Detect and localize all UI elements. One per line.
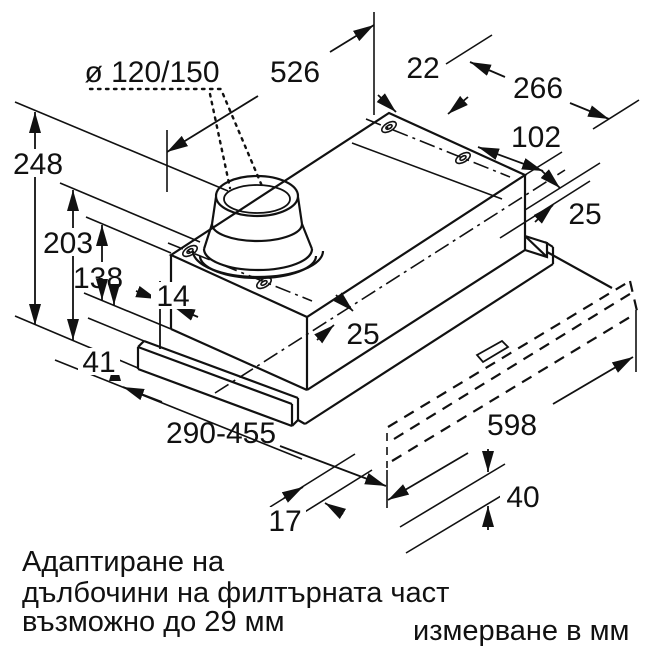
dim-138: 138 xyxy=(73,262,123,295)
dim-duct-diameter: ø 120/150 xyxy=(84,56,219,89)
duct-collar xyxy=(191,174,325,280)
duct-leader-dotted xyxy=(88,87,264,190)
handle-detail xyxy=(475,339,510,364)
dim-248: 248 xyxy=(13,148,63,181)
dim-598: 598 xyxy=(487,409,537,442)
dim-290-455: 290-455 xyxy=(166,417,276,450)
dim-25-right: 25 xyxy=(568,198,601,231)
note-line-3: възможно до 29 мм xyxy=(22,606,285,638)
dim-266: 266 xyxy=(513,72,563,105)
note-line-1: Адаптиране на xyxy=(22,546,225,578)
pullout-drawer xyxy=(297,241,555,425)
dim-25-middle: 25 xyxy=(346,318,379,351)
hood-body-outline xyxy=(168,111,613,392)
notes: Адаптиране на дълбочини на филтърната ча… xyxy=(22,546,629,647)
note-line-2: дълбочини на филтърната част xyxy=(22,577,449,609)
dim-14: 14 xyxy=(156,280,189,313)
visor-bar xyxy=(136,281,300,428)
dim-102: 102 xyxy=(511,121,561,154)
note-units: измерване в мм xyxy=(413,615,629,647)
dim-526: 526 xyxy=(270,56,320,89)
dim-203: 203 xyxy=(43,227,93,260)
mounting-holes xyxy=(182,120,471,290)
dimension-lines xyxy=(29,24,634,530)
pullout-extended-dashed xyxy=(387,280,639,462)
dim-41: 41 xyxy=(82,346,115,379)
dimension-labels: ø 120/150 526 22 266 102 248 25 203 138 … xyxy=(13,52,602,538)
dim-22: 22 xyxy=(406,52,439,85)
dim-17: 17 xyxy=(268,505,301,538)
dim-40: 40 xyxy=(506,481,539,514)
